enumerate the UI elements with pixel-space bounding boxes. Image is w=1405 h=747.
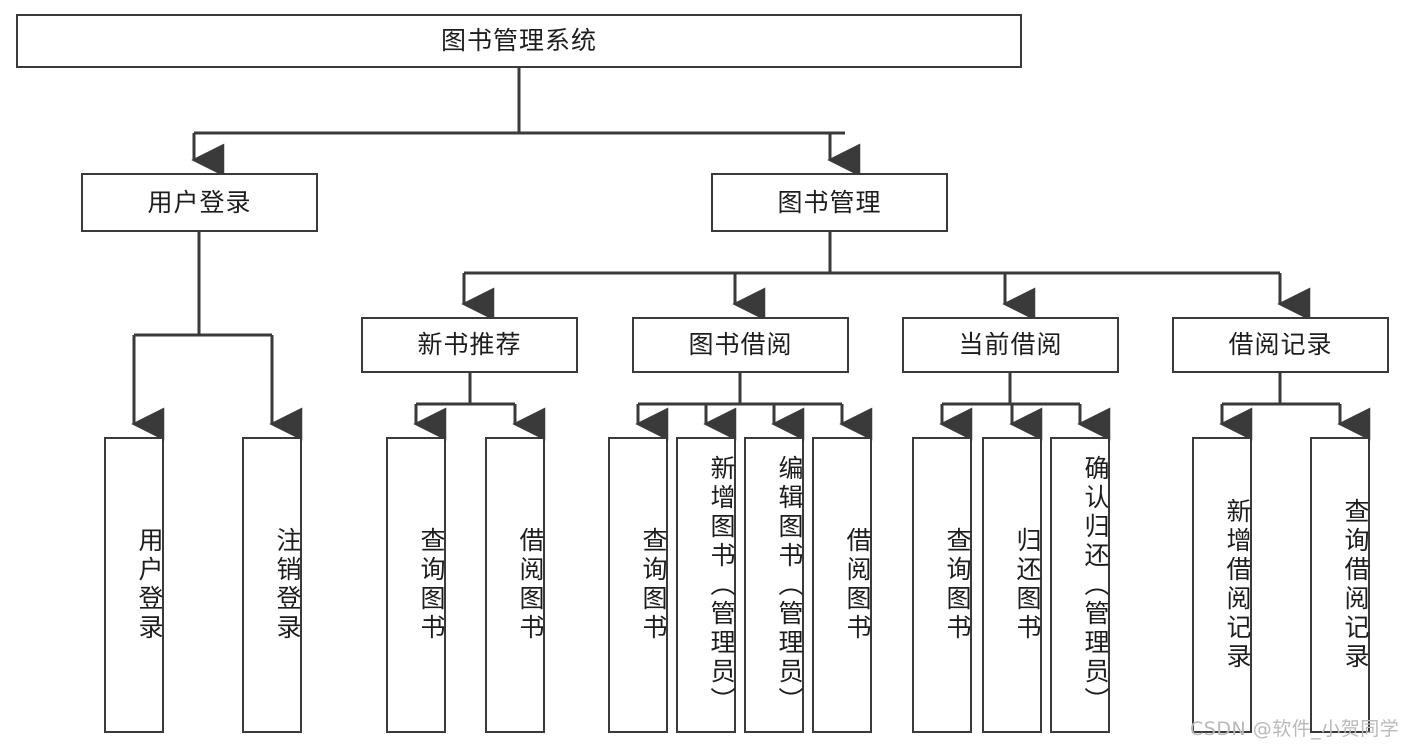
leaf-user-logout[interactable]: 注销登录 [242,437,302,733]
leaf-add-book-admin-label: 新增图书（管理员） [707,454,736,716]
leaf-user-logout-label: 注销登录 [273,527,302,643]
node-root-label: 图书管理系统 [440,26,597,56]
leaf-add-borrow-record[interactable]: 新增借阅记录 [1192,437,1252,733]
node-borrow-record-label: 借阅记录 [1228,330,1333,360]
leaf-query-book-current-label: 查询图书 [943,527,972,643]
node-new-book-recommend[interactable]: 新书推荐 [361,317,578,373]
leaf-query-borrow-record-label: 查询借阅记录 [1341,498,1370,672]
leaf-borrow-book[interactable]: 借阅图书 [812,437,872,733]
leaf-query-book-current[interactable]: 查询图书 [912,437,972,733]
node-root[interactable]: 图书管理系统 [16,14,1022,68]
leaf-borrow-book-rec[interactable]: 借阅图书 [485,437,545,733]
leaf-user-login[interactable]: 用户登录 [104,437,164,733]
leaf-confirm-return-admin-label: 确认归还（管理员） [1081,454,1110,716]
leaf-borrow-book-rec-label: 借阅图书 [516,527,545,643]
leaf-query-book-rec-label: 查询图书 [417,527,446,643]
node-borrow-record[interactable]: 借阅记录 [1172,317,1389,373]
leaf-confirm-return-admin[interactable]: 确认归还（管理员） [1050,437,1110,733]
leaf-query-book-borrow[interactable]: 查询图书 [608,437,668,733]
leaf-borrow-book-label: 借阅图书 [843,527,872,643]
csdn-watermark: CSDN @软件_小贺同学 [1190,718,1400,740]
leaf-user-login-label: 用户登录 [135,527,164,643]
node-book-borrow-label: 图书借阅 [688,330,793,360]
node-user-login-label: 用户登录 [147,187,252,217]
leaf-edit-book-admin[interactable]: 编辑图书（管理员） [744,437,804,733]
leaf-query-borrow-record[interactable]: 查询借阅记录 [1310,437,1370,733]
node-new-book-recommend-label: 新书推荐 [417,330,522,360]
leaf-query-book-borrow-label: 查询图书 [639,527,668,643]
leaf-query-book-rec[interactable]: 查询图书 [386,437,446,733]
leaf-add-book-admin[interactable]: 新增图书（管理员） [676,437,736,733]
node-book-borrow[interactable]: 图书借阅 [632,317,849,373]
leaf-edit-book-admin-label: 编辑图书（管理员） [775,454,804,716]
node-book-manage[interactable]: 图书管理 [711,173,948,232]
leaf-return-book[interactable]: 归还图书 [982,437,1042,733]
leaf-return-book-label: 归还图书 [1013,527,1042,643]
node-book-manage-label: 图书管理 [777,187,882,217]
node-current-borrow[interactable]: 当前借阅 [902,317,1119,373]
node-current-borrow-label: 当前借阅 [958,330,1063,360]
leaf-add-borrow-record-label: 新增借阅记录 [1223,498,1252,672]
node-user-login[interactable]: 用户登录 [81,173,318,232]
